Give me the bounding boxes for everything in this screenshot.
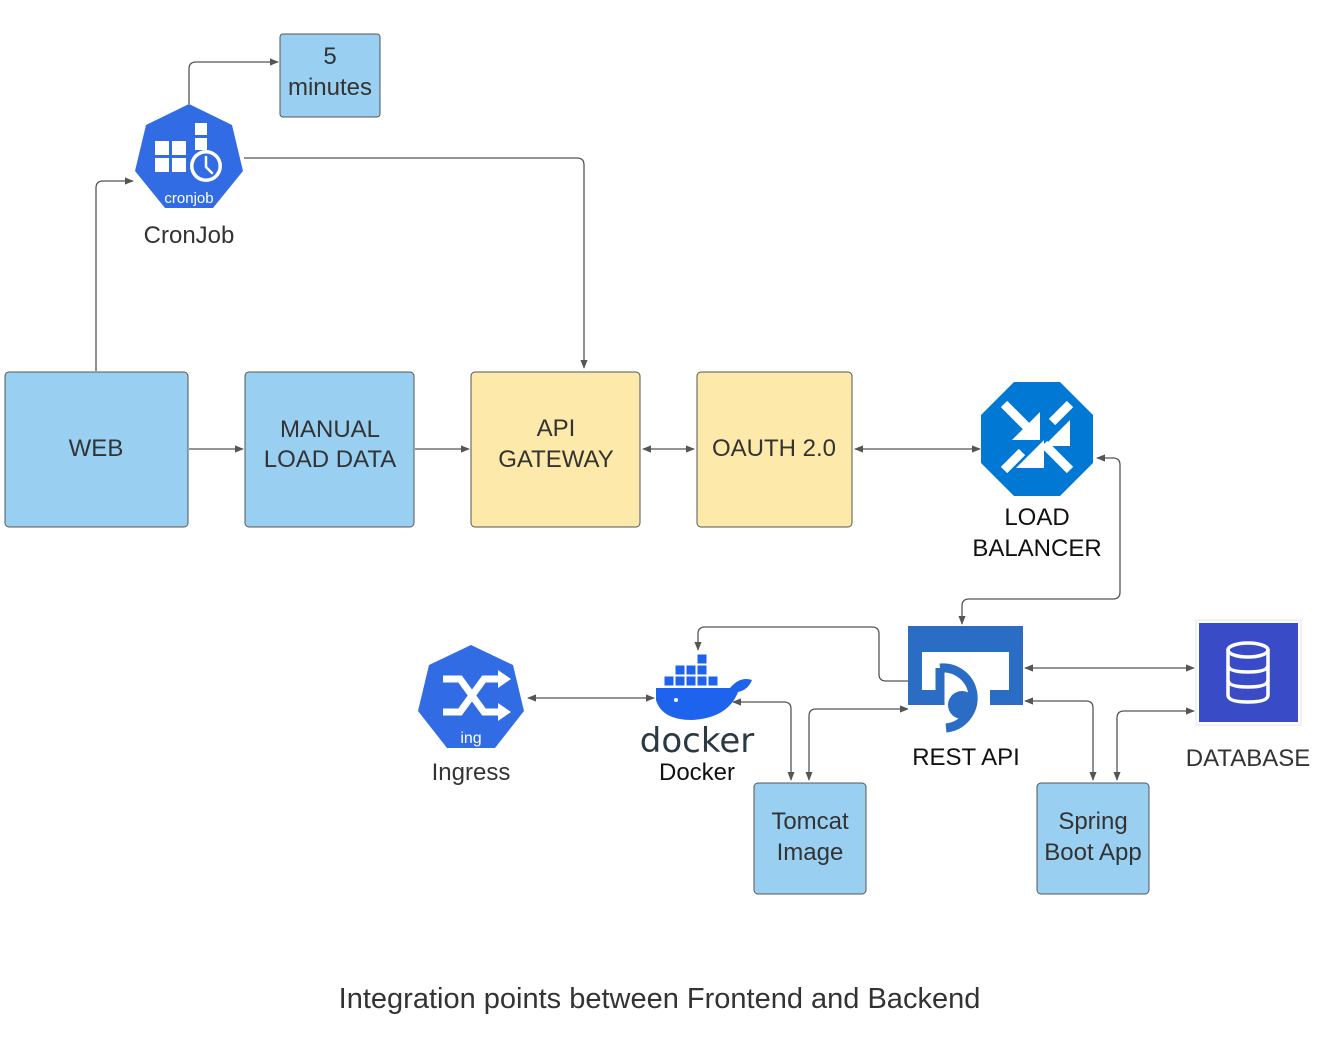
connector-web-to-cronjob	[95, 177, 134, 371]
manual-load-data-box: MANUAL LOAD DATA	[244, 371, 415, 528]
oauth-box: OAUTH 2.0	[696, 371, 853, 528]
web-box: WEB	[4, 371, 189, 528]
load-balancer-icon	[981, 382, 1093, 496]
database-node: DATABASE	[1186, 619, 1310, 772]
tomcat-line1: Tomcat	[771, 808, 849, 835]
kubernetes-cronjob-icon: cronjob	[135, 104, 243, 208]
connector-load-balancer-rest-api	[958, 454, 1121, 625]
five-minutes-line1: 5	[323, 43, 336, 70]
oauth-label: OAUTH 2.0	[712, 435, 836, 462]
cronjob-label: CronJob	[144, 222, 235, 249]
docker-whale-icon: docker	[640, 653, 754, 761]
connectors	[95, 58, 1195, 781]
ingress-node: ing Ingress	[418, 645, 524, 786]
connector-cronjob-to-api-gateway	[244, 157, 588, 369]
diagram-caption: Integration points between Frontend and …	[338, 983, 981, 1015]
load-balancer-line1: LOAD	[1004, 504, 1069, 531]
api-gateway-line1: API	[537, 415, 576, 442]
connector-database-spring	[1113, 707, 1195, 781]
rest-api-icon	[908, 626, 1023, 741]
spring-boot-app-box: Spring Boot App	[1036, 782, 1150, 895]
api-gateway-line2: GATEWAY	[498, 446, 614, 473]
connector-cronjob-to-5-minutes	[188, 58, 279, 104]
database-icon	[1195, 619, 1302, 726]
manual-load-line2: LOAD DATA	[264, 446, 396, 473]
web-label: WEB	[69, 435, 124, 462]
rest-api-label: REST API	[912, 744, 1020, 771]
ingress-label: Ingress	[432, 759, 511, 786]
rest-api-node: REST API	[908, 626, 1023, 771]
docker-wordmark: docker	[640, 721, 754, 761]
load-balancer-line2: BALANCER	[972, 535, 1101, 562]
tomcat-image-box: Tomcat Image	[753, 782, 867, 895]
spring-line2: Boot App	[1044, 839, 1141, 866]
connector-rest-api-tomcat	[805, 705, 909, 781]
five-minutes-box: 5 minutes	[279, 33, 381, 118]
database-label: DATABASE	[1186, 745, 1310, 772]
api-gateway-box: API GATEWAY	[470, 371, 641, 528]
cronjob-node: cronjob CronJob	[135, 104, 243, 249]
docker-node: docker Docker	[640, 653, 754, 786]
connector-rest-api-spring	[1024, 697, 1097, 781]
tomcat-line2: Image	[777, 839, 844, 866]
five-minutes-line2: minutes	[288, 74, 372, 101]
connector-rest-api-to-docker	[694, 626, 908, 682]
load-balancer-node: LOAD BALANCER	[972, 382, 1102, 562]
connector-docker-tomcat	[732, 698, 795, 781]
manual-load-line1: MANUAL	[280, 416, 380, 443]
ingress-icon-label: ing	[460, 730, 481, 747]
spring-line1: Spring	[1058, 808, 1127, 835]
cronjob-icon-label: cronjob	[164, 190, 213, 207]
docker-label: Docker	[659, 759, 735, 786]
kubernetes-ingress-icon: ing	[418, 645, 524, 748]
